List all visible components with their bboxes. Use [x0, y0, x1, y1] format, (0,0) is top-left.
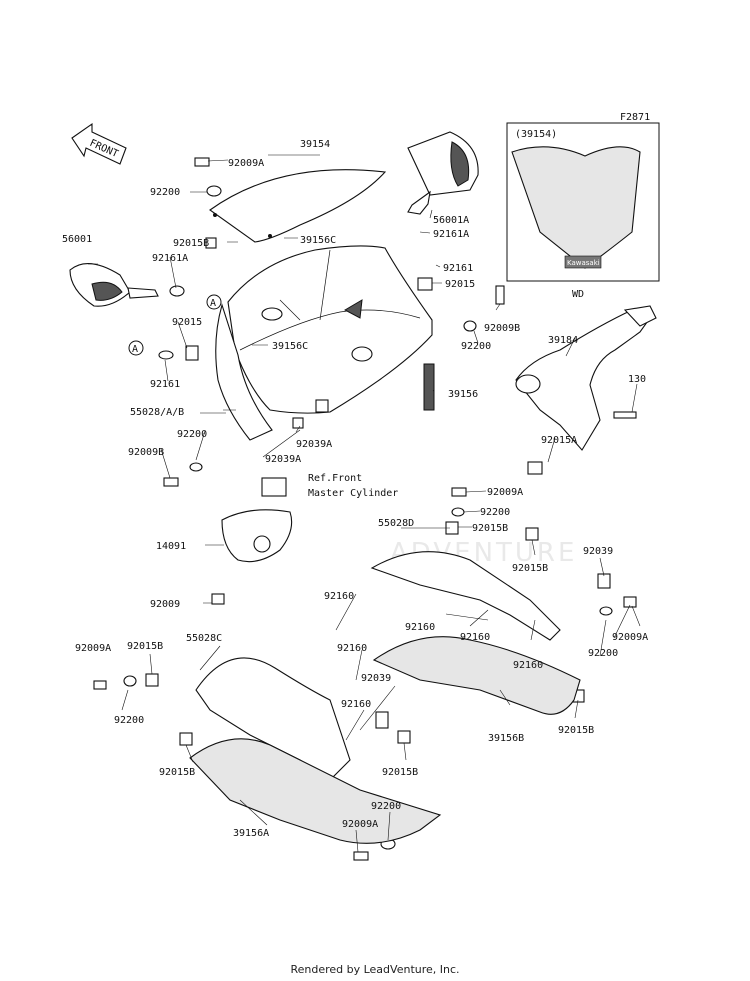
part-label: 92160 — [460, 632, 490, 643]
part-label: 92015B — [127, 641, 163, 652]
part-label: 92009B — [484, 323, 520, 334]
part-label: 39156C — [272, 341, 308, 352]
part-label: 92200 — [177, 429, 207, 440]
part-label: 92160 — [324, 591, 354, 602]
part-label: 92015B — [382, 767, 418, 778]
fairing-55028c — [195, 657, 351, 781]
callout-a-upper: A — [206, 294, 222, 310]
part-label: 92039A — [265, 454, 301, 465]
part-label: 92015B — [173, 238, 209, 249]
part-label: 92009A — [612, 632, 648, 643]
part-label: 92009B — [128, 447, 164, 458]
part-label: 92200 — [588, 648, 618, 659]
part-label: 92015A — [541, 435, 577, 446]
part-label: 92160 — [341, 699, 371, 710]
part-label: 14091 — [156, 541, 186, 552]
fairing-55028d — [370, 551, 561, 641]
part-label: 39184 — [548, 335, 578, 346]
part-label: 56001A — [433, 215, 469, 226]
inner-panel-39156b — [372, 636, 581, 715]
part-label: 92009A — [487, 487, 523, 498]
part-labels: 39154 92009A 92200 56001A 92161A 92015B … — [62, 139, 648, 839]
part-label: 92160 — [405, 622, 435, 633]
mirror-right — [407, 131, 479, 215]
inset-caption: WD — [572, 289, 584, 300]
callout-a-lower: A — [128, 340, 144, 356]
part-label: 92009 — [150, 599, 180, 610]
figure-code: F2871 — [620, 112, 650, 123]
mirror-left — [69, 263, 159, 307]
part-label: 39156 — [448, 389, 478, 400]
part-label: 92039 — [361, 673, 391, 684]
cover-14091 — [221, 477, 293, 563]
part-label: 92009A — [228, 158, 264, 169]
ref-note-line1: Ref.Front — [308, 473, 362, 484]
part-label: 55028C — [186, 633, 222, 644]
part-label: 130 — [628, 374, 646, 385]
part-label: 92015 — [445, 279, 475, 290]
part-label: 92200 — [461, 341, 491, 352]
part-label: 92161 — [443, 263, 473, 274]
callout-a-text: A — [132, 344, 138, 355]
part-label: 92200 — [480, 507, 510, 518]
fasteners — [93, 157, 637, 861]
part-label: 92161A — [433, 229, 469, 240]
part-label: 92200 — [150, 187, 180, 198]
part-label: 39156C — [300, 235, 336, 246]
part-label: 92200 — [114, 715, 144, 726]
inset-ref: (39154) — [515, 129, 557, 140]
part-label: 56001 — [62, 234, 92, 245]
part-label: 92039A — [296, 439, 332, 450]
part-label: 92200 — [371, 801, 401, 812]
callout-a-text: A — [210, 298, 216, 309]
part-label: 39156A — [233, 828, 269, 839]
part-label: 92015B — [558, 725, 594, 736]
part-label: 92161A — [152, 253, 188, 264]
part-label: 55028/A/B — [130, 407, 184, 418]
front-arrow-icon: FRONT — [71, 122, 127, 165]
inset-windshield: (39154) Kawasaki WD — [506, 122, 660, 300]
footer-credit: Rendered by LeadVenture, Inc. — [290, 963, 460, 976]
ref-note-line2: Master Cylinder — [308, 488, 398, 499]
part-label: 39154 — [300, 139, 330, 150]
part-label: 92161 — [150, 379, 180, 390]
part-label: 92015B — [159, 767, 195, 778]
bracket-39184 — [515, 305, 657, 451]
inset-brand: Kawasaki — [567, 259, 600, 267]
part-label: 55028D — [378, 518, 414, 529]
parts-diagram: F2871 FRONT (39154) Kawasaki WD — [62, 112, 660, 861]
part-label: 92009A — [75, 643, 111, 654]
leader-lines — [88, 154, 641, 853]
part-label: 92015B — [512, 563, 548, 574]
windshield — [209, 169, 387, 243]
part-label: 92039 — [583, 546, 613, 557]
upper-cowl — [215, 245, 433, 441]
inner-panel-39156a — [189, 738, 442, 844]
part-label: 92009A — [342, 819, 378, 830]
part-label: 92015 — [172, 317, 202, 328]
part-label: 92160 — [337, 643, 367, 654]
part-label: 39156B — [488, 733, 524, 744]
part-label: 92015B — [472, 523, 508, 534]
part-label: 92160 — [513, 660, 543, 671]
